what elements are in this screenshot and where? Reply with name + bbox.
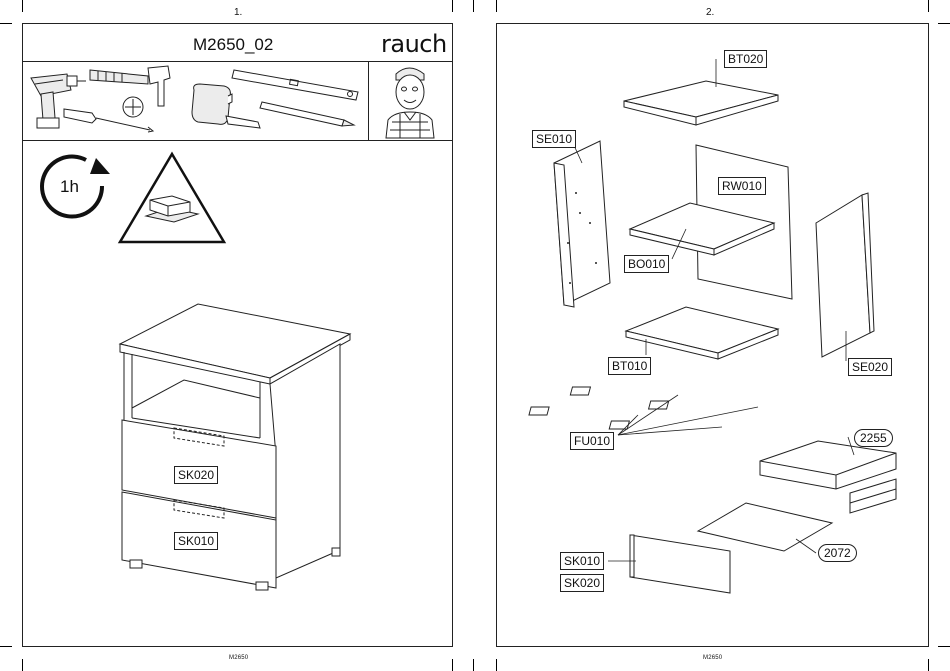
screwdriver-icon	[62, 105, 154, 135]
crop-mark	[496, 0, 497, 12]
crop-mark	[452, 659, 453, 671]
page-number-1: 1.	[234, 7, 242, 18]
crop-mark	[928, 659, 929, 671]
document-title: M2650_02	[193, 35, 273, 55]
crop-mark	[938, 646, 950, 647]
duration-label: 1h	[60, 177, 79, 197]
part-label-fu010: FU010	[570, 432, 614, 450]
page-number-2: 2.	[706, 7, 714, 18]
crop-mark	[0, 646, 12, 647]
crop-mark	[928, 0, 929, 12]
crop-mark	[22, 0, 23, 12]
page-footer-2: M2650	[703, 655, 722, 661]
pencil-icon	[260, 100, 355, 128]
crop-mark	[452, 0, 453, 12]
part-label-bt020: BT020	[724, 50, 767, 68]
part-label-2072: 2072	[818, 544, 857, 562]
part-label-sk020: SK020	[174, 466, 218, 484]
crop-mark	[496, 659, 497, 671]
assembled-nightstand-drawing	[110, 296, 370, 596]
part-label-sk010: SK010	[174, 532, 218, 550]
crop-mark	[938, 23, 950, 24]
part-label-se010: SE010	[532, 130, 576, 148]
header-divider	[22, 61, 453, 62]
part-label-sk010-front: SK010	[560, 552, 604, 570]
part-label-se020: SE020	[848, 358, 892, 376]
crop-mark	[22, 659, 23, 671]
crop-mark	[473, 659, 474, 671]
protect-surface-warning-icon	[116, 150, 228, 244]
page-footer-1: M2650	[229, 655, 248, 661]
part-label-bo010: BO010	[624, 255, 669, 273]
brand-logo: rauch	[381, 30, 447, 58]
crop-mark	[473, 0, 474, 12]
part-label-sk020-front: SK020	[560, 574, 604, 592]
part-label-rw010: RW010	[718, 177, 766, 195]
crop-mark	[0, 23, 12, 24]
assembler-avatar-icon	[384, 64, 434, 138]
part-label-2255: 2255	[854, 429, 893, 447]
tools-divider	[22, 140, 453, 141]
tools-mascot-divider	[368, 61, 369, 141]
part-label-bt010: BT010	[608, 357, 651, 375]
